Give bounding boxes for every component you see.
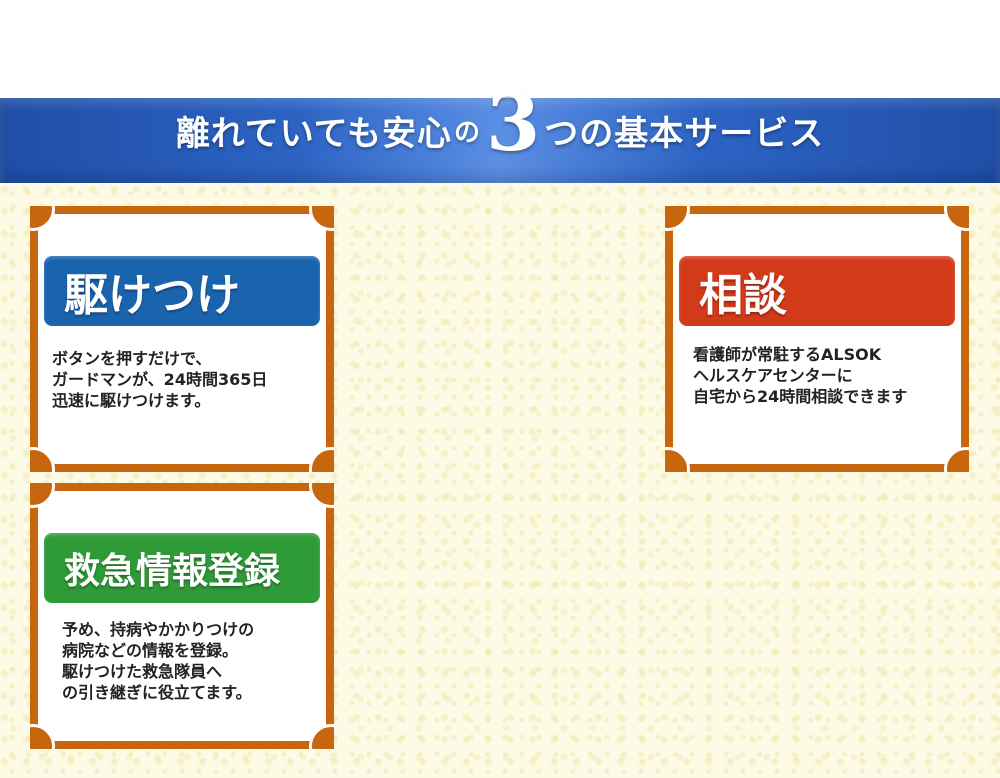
banner-title-pre: 離れていても安心: [175, 113, 452, 154]
banner-title-post: つの基本サービス: [544, 113, 825, 154]
card-description-line: ガードマンが、24時間365日: [52, 370, 268, 389]
card-description-line: 病院などの情報を登録。: [62, 641, 239, 660]
card-description-line: 看護師が常駐するALSOK: [693, 345, 882, 364]
card-title: 救急情報登録: [44, 533, 320, 603]
card-description-line: 駆けつけた救急隊員へ: [62, 662, 223, 681]
card-description: 看護師が常駐するALSOK ヘルスケアセンターに 自宅から24時間相談できます: [693, 344, 959, 407]
banner-title: 離れていても安心 の 3 つの基本サービス: [0, 80, 1000, 180]
card-description: 予め、持病やかかりつけの 病院などの情報を登録。 駆けつけた救急隊員へ の引き継…: [62, 619, 324, 703]
card-description-line: 予め、持病やかかりつけの: [62, 620, 255, 639]
card-title: 相談: [679, 256, 955, 326]
service-card-rush: 駆けつけ ボタンを押すだけで、 ガードマンが、24時間365日 迅速に駆けつけま…: [30, 206, 334, 472]
service-card-emergency-info: 救急情報登録 予め、持病やかかりつけの 病院などの情報を登録。 駆けつけた救急隊…: [30, 483, 334, 749]
card-description-line: 迅速に駆けつけます。: [52, 391, 211, 410]
card-panel: [38, 214, 326, 464]
card-description: ボタンを押すだけで、 ガードマンが、24時間365日 迅速に駆けつけます。: [52, 348, 324, 411]
card-title: 駆けつけ: [44, 256, 320, 326]
card-description-line: 自宅から24時間相談できます: [693, 387, 908, 406]
card-description-line: ボタンを押すだけで、: [52, 349, 212, 368]
card-panel: [673, 214, 961, 464]
banner-title-number: 3: [486, 78, 541, 169]
service-card-consult: 相談 看護師が常駐するALSOK ヘルスケアセンターに 自宅から24時間相談でき…: [665, 206, 969, 472]
banner-title-no: の: [453, 117, 480, 148]
card-description-line: ヘルスケアセンターに: [693, 366, 853, 385]
header-banner: [0, 98, 1000, 183]
card-description-line: の引き継ぎに役立てます。: [62, 683, 252, 702]
card-panel: [38, 491, 326, 741]
